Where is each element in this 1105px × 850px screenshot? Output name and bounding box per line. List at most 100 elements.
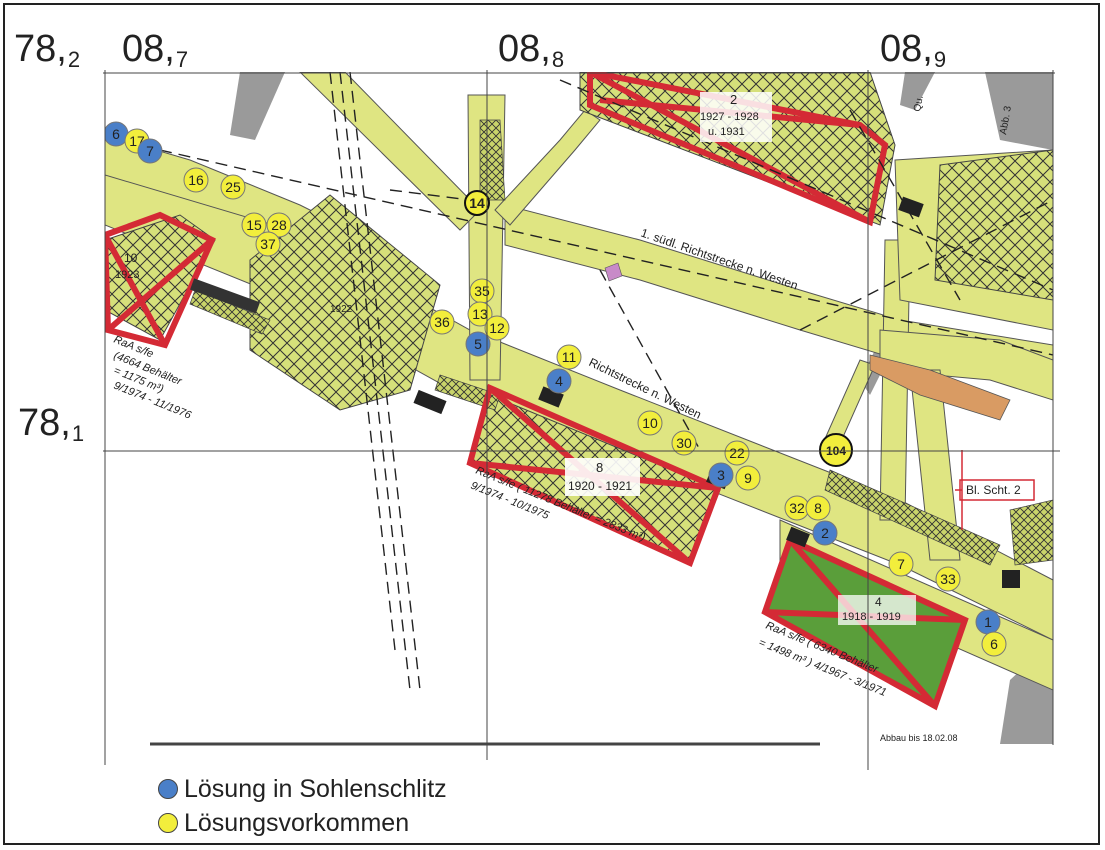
legend-dot-blue xyxy=(158,779,178,799)
marker-circle xyxy=(183,167,209,193)
marker-4: 4 xyxy=(546,368,572,394)
marker-33: 33 xyxy=(935,566,961,592)
marker-label: 5 xyxy=(474,336,482,352)
coord-x-2-main: 08, xyxy=(498,28,551,70)
marker-label: 35 xyxy=(474,283,490,299)
marker-label: 32 xyxy=(789,500,805,516)
marker-label: 25 xyxy=(225,179,241,195)
marker-circle xyxy=(556,344,582,370)
marker-circle xyxy=(220,174,246,200)
marker-label: 7 xyxy=(146,143,154,159)
label-abbau: Abbau bis 18.02.08 xyxy=(880,733,958,743)
pink-marker xyxy=(604,262,623,282)
marker-35: 35 xyxy=(469,278,495,304)
marker-circle xyxy=(981,631,1007,657)
coord-x-1-sub: 7 xyxy=(175,47,189,72)
marker-10: 10 xyxy=(637,410,663,436)
marker-circle xyxy=(724,440,750,466)
marker-13: 13 xyxy=(467,301,493,327)
marker-circle xyxy=(429,309,455,335)
coord-y-top-sub: 2 xyxy=(67,47,81,72)
marker-label: 8 xyxy=(814,500,822,516)
legend-dot-yellow xyxy=(158,813,178,833)
marker-label: 10 xyxy=(642,415,658,431)
marker-circle xyxy=(888,551,914,577)
chamber-4-num: 4 xyxy=(875,595,882,609)
legend-label: Lösung in Sohlenschlitz xyxy=(184,774,447,803)
legend-label: Lösungsvorkommen xyxy=(184,808,410,837)
marker-circle xyxy=(805,495,831,521)
marker-16: 16 xyxy=(183,167,209,193)
marker-1: 1 xyxy=(975,609,1001,635)
legend: Lösung in Sohlenschlitz Lösungsvorkommen xyxy=(158,772,447,840)
marker-circle xyxy=(137,138,163,164)
marker-label: 1 xyxy=(984,614,992,630)
red-outlines xyxy=(105,72,969,711)
marker-label: 37 xyxy=(260,236,276,252)
marker-9: 9 xyxy=(735,465,761,491)
coord-x-2-sub: 8 xyxy=(551,47,565,72)
marker-circle xyxy=(241,212,267,238)
marker-circle xyxy=(484,315,510,341)
chamber-9-years: 1922 xyxy=(330,304,353,315)
coord-x-1-main: 08, xyxy=(122,28,175,70)
marker-label: 33 xyxy=(940,571,956,587)
coord-y-mid: 78,1 xyxy=(18,404,84,445)
marker-5: 5 xyxy=(465,331,491,357)
marker-7: 7 xyxy=(137,138,163,164)
marker-label: 4 xyxy=(555,373,563,389)
marker-14: 14 xyxy=(464,190,490,216)
chamber-8-years: 1920 - 1921 xyxy=(568,479,632,493)
marker-6: 6 xyxy=(105,121,129,147)
marker-36: 36 xyxy=(429,309,455,335)
marker-circle xyxy=(708,462,734,488)
chamber-2-num: 2 xyxy=(730,92,737,107)
chamber-10-years: 1923 xyxy=(115,269,139,281)
marker-circle xyxy=(467,301,493,327)
marker-label: 6 xyxy=(112,126,120,142)
chamber-2-years2: u. 1931 xyxy=(708,126,745,138)
marker-label: 16 xyxy=(188,172,204,188)
map-area: Richtstrecke n. Westen 1. südl. Richtstr… xyxy=(105,72,1053,744)
label-abb: Abb. 3 xyxy=(998,105,1014,136)
marker-11: 11 xyxy=(556,344,582,370)
coord-x-2: 08,8 xyxy=(498,28,564,71)
label-bl-scht: Bl. Scht. 2 xyxy=(966,483,1021,497)
marker-label: 2 xyxy=(821,525,829,541)
marker-32: 32 xyxy=(784,495,810,521)
legend-item-sohlenschlitz: Lösung in Sohlenschlitz xyxy=(158,772,447,806)
marker-2: 2 xyxy=(812,520,838,546)
marker-circle xyxy=(812,520,838,546)
grid-lines xyxy=(103,70,1060,770)
coord-y-top: 78,2 xyxy=(14,28,80,71)
marker-label: 12 xyxy=(489,320,505,336)
marker-label: 11 xyxy=(562,349,577,365)
marker-label: 6 xyxy=(990,636,998,652)
marker-label: 22 xyxy=(729,445,745,461)
marker-15: 15 xyxy=(241,212,267,238)
marker-6: 6 xyxy=(981,631,1007,657)
marker-circle xyxy=(819,433,853,467)
marker-circle xyxy=(735,465,761,491)
marker-circle xyxy=(465,331,491,357)
marker-label: 36 xyxy=(434,314,450,330)
marker-8: 8 xyxy=(805,495,831,521)
marker-circle xyxy=(255,231,281,257)
marker-label: 7 xyxy=(897,556,905,572)
chamber-9 xyxy=(249,194,441,411)
marker-25: 25 xyxy=(220,174,246,200)
label-qu: Qu. xyxy=(912,95,926,113)
marker-30: 30 xyxy=(671,430,697,456)
marker-label: 14 xyxy=(469,195,485,211)
coord-y-top-main: 78, xyxy=(14,28,67,70)
marker-37: 37 xyxy=(255,231,281,257)
marker-label: 28 xyxy=(271,217,287,233)
marker-3: 3 xyxy=(708,462,734,488)
chamber-4-years: 1918 - 1919 xyxy=(842,611,901,623)
marker-7: 7 xyxy=(888,551,914,577)
marker-label: 9 xyxy=(744,470,752,486)
chamber-2-years: 1927 - 1928 xyxy=(700,111,759,123)
marker-circle xyxy=(935,566,961,592)
